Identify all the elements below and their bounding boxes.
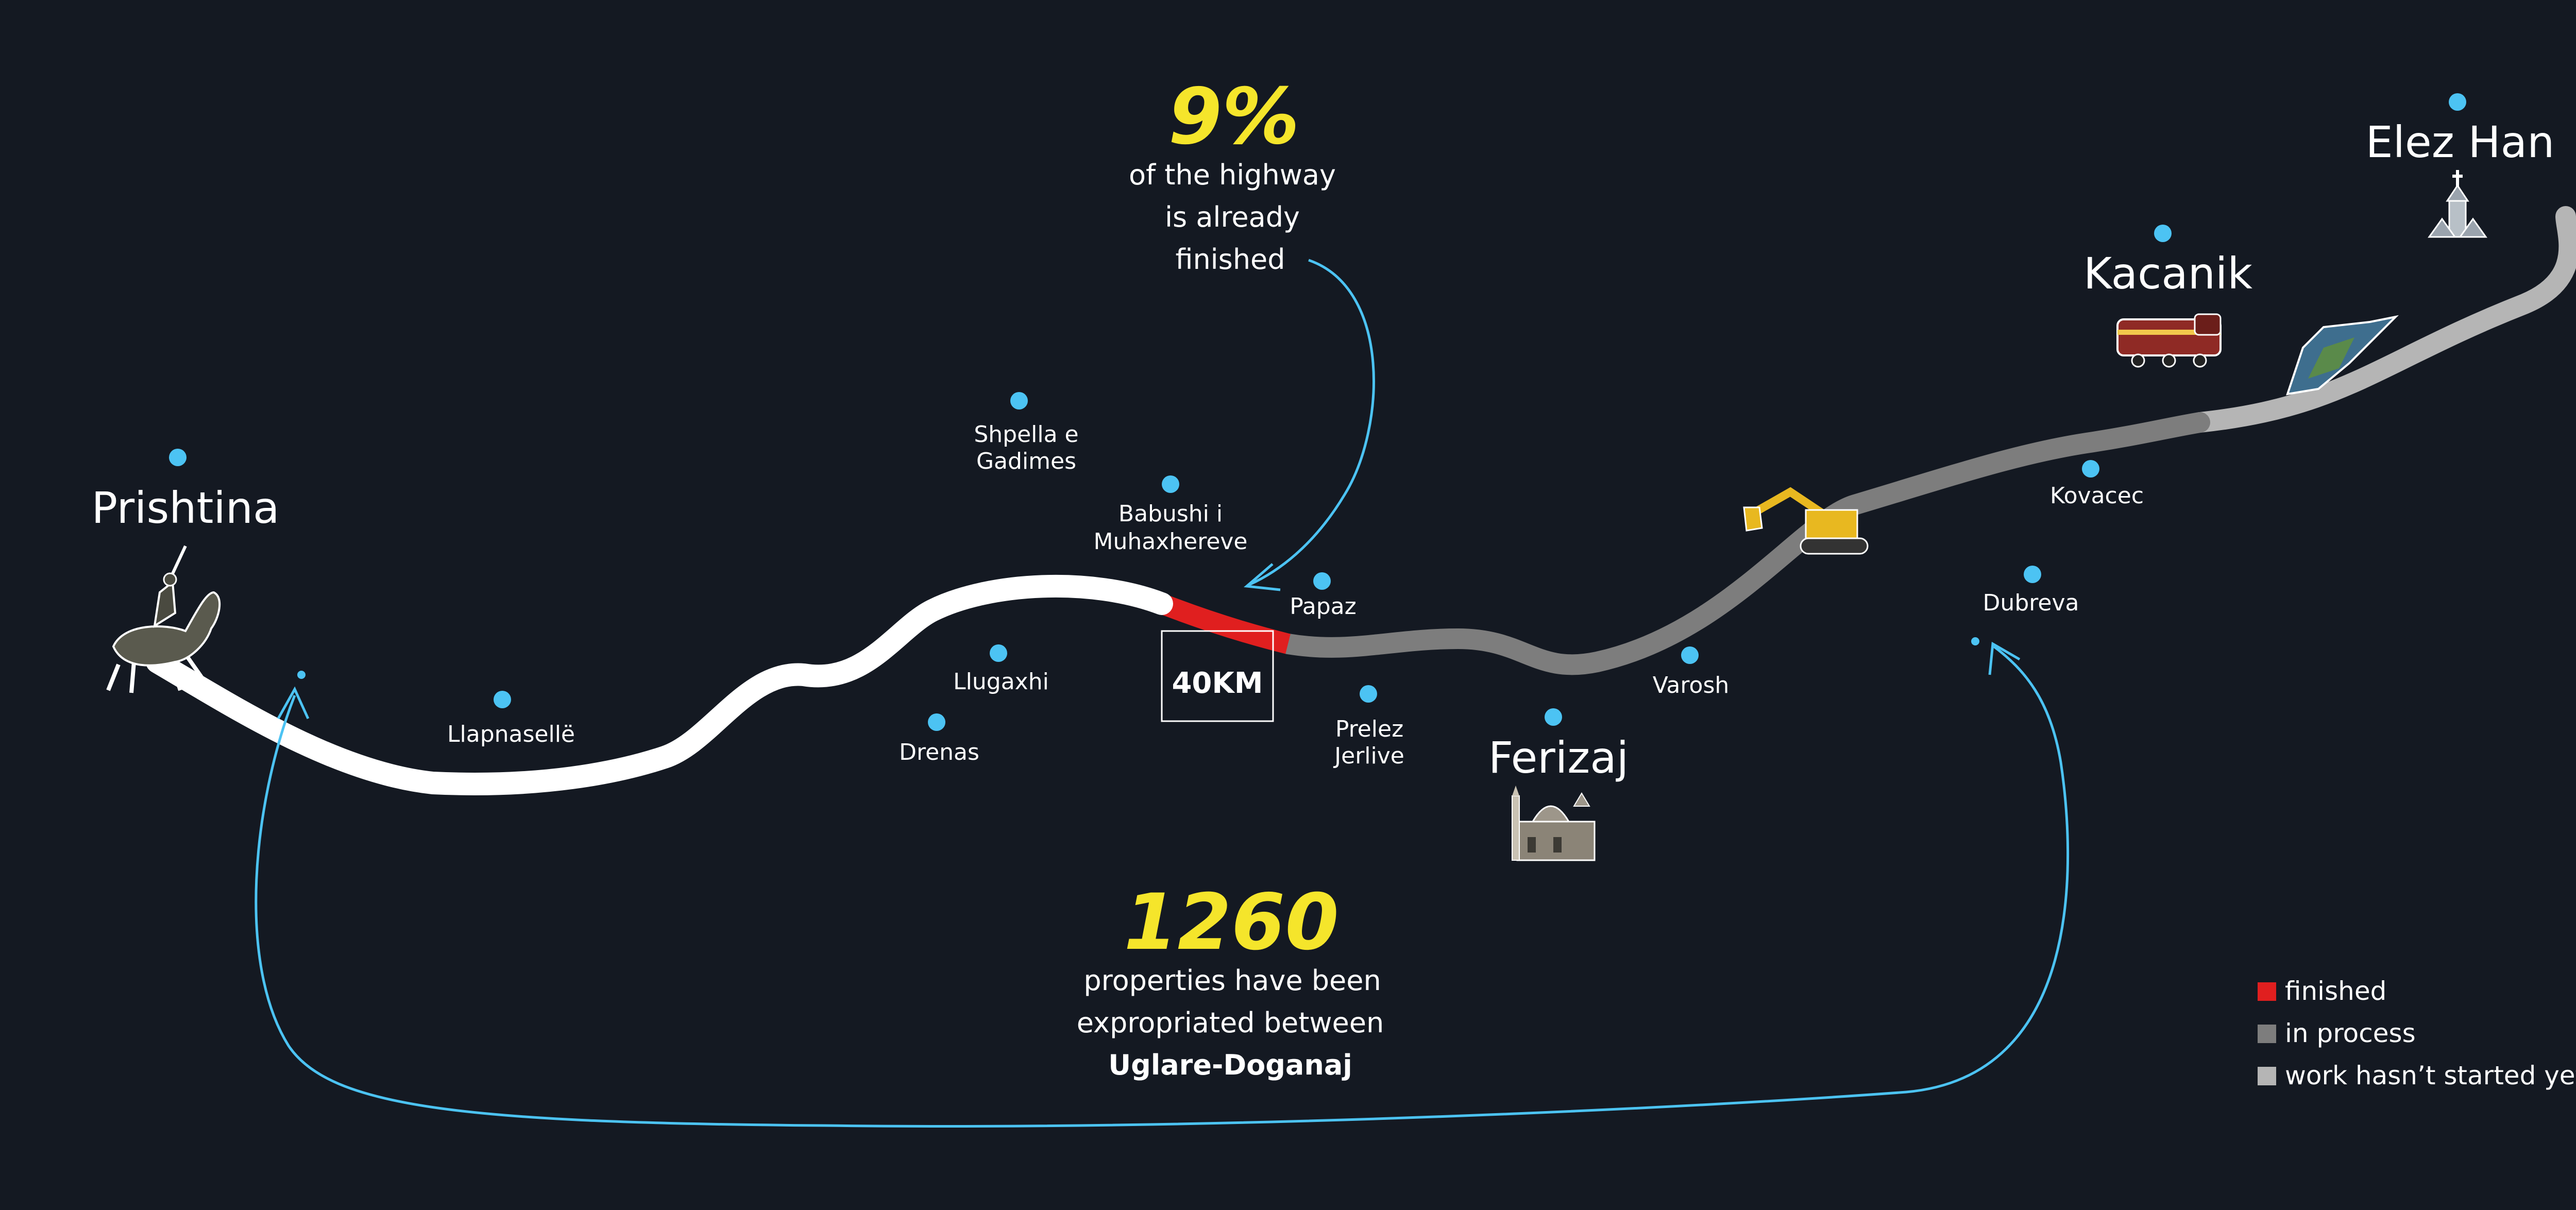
marker-drenas xyxy=(928,713,945,731)
bottom-arrowhead-right xyxy=(1988,641,2021,675)
place-babushi-line1: Babushi i xyxy=(1118,501,1223,527)
place-babushi-line2: Muhaxhereve xyxy=(1094,529,1248,555)
city-prishtina: Prishtina xyxy=(91,483,279,533)
route-existing xyxy=(146,574,1173,795)
place-prelez-line2: Jerlive xyxy=(1333,743,1404,769)
city-ferizaj: Ferizaj xyxy=(1488,732,1629,783)
arrow-start-dot-left xyxy=(297,671,306,679)
top-callout-arrowhead xyxy=(1243,563,1281,591)
top-callout-value: 9% xyxy=(1168,72,1300,162)
bottom-arrowhead-left xyxy=(277,686,310,720)
marker-papaz xyxy=(1313,572,1331,590)
place-drenas: Drenas xyxy=(899,739,979,765)
place-llugaxhi: Llugaxhi xyxy=(953,669,1049,695)
legend-swatch-not-started xyxy=(2258,1067,2276,1085)
marker-shpella xyxy=(1010,392,1028,410)
top-callout-line1: of the highway xyxy=(1129,159,1336,191)
segment-40km-box xyxy=(1161,630,1274,722)
bottom-callout-line2: expropriated between xyxy=(1077,1007,1384,1039)
place-prelez-line1: Prelez xyxy=(1335,716,1403,742)
route-not-started xyxy=(2190,206,2576,433)
marker-prishtina xyxy=(169,449,187,466)
arrow-start-dot-right xyxy=(1971,637,1979,645)
bottom-callout-line3: Uglare-Doganaj xyxy=(1108,1049,1352,1081)
place-shpella-line1: Shpella e xyxy=(974,421,1078,448)
excavator-icon xyxy=(1743,487,1869,555)
place-llapnaselle: Llapnasellë xyxy=(447,721,575,747)
place-shpella-line2: Gadimes xyxy=(976,448,1076,474)
marker-llapnaselle xyxy=(494,691,511,708)
legend: finished in process work hasn’t started … xyxy=(2258,976,2576,1090)
marker-llugaxhi xyxy=(990,644,1007,662)
marker-prelez xyxy=(1360,685,1377,703)
city-elez-han: Elez Han xyxy=(2366,117,2555,167)
mosque-church-icon xyxy=(1512,786,1596,861)
top-callout-arrow xyxy=(1248,259,1375,586)
bottom-callout-arrow xyxy=(255,645,2070,1128)
legend-label-not-started: work hasn’t started yet xyxy=(2285,1061,2576,1090)
satellite-terrain-icon xyxy=(2286,315,2399,396)
equestrian-statue-icon xyxy=(106,545,221,693)
place-varosh: Varosh xyxy=(1653,672,1730,698)
marker-kacanik xyxy=(2154,225,2172,242)
train-icon xyxy=(2116,313,2222,368)
marker-varosh xyxy=(1681,646,1699,664)
top-callout-line2: is already xyxy=(1165,201,1300,233)
marker-ferizaj xyxy=(1545,708,1562,726)
segment-40km-label: 40KM xyxy=(1172,667,1263,700)
place-dubreva: Dubreva xyxy=(1983,590,2079,616)
legend-label-finished: finished xyxy=(2285,976,2386,1006)
top-callout-line3: finished xyxy=(1175,243,1285,276)
legend-swatch-finished xyxy=(2258,982,2276,1001)
marker-kovacec xyxy=(2082,460,2099,478)
marker-babushi xyxy=(1162,475,1179,493)
city-kacanik: Kacanik xyxy=(2083,248,2252,299)
route-in-process xyxy=(1278,412,2210,675)
bottom-callout-line1: properties have been xyxy=(1083,964,1381,997)
place-papaz: Papaz xyxy=(1290,593,1357,620)
legend-label-in-process: in process xyxy=(2285,1018,2416,1048)
legend-swatch-in-process xyxy=(2258,1025,2276,1043)
marker-elez-han xyxy=(2449,93,2466,111)
place-kovacec: Kovacec xyxy=(2050,483,2144,509)
route-finished xyxy=(1158,594,1291,654)
marker-dubreva xyxy=(2024,566,2041,583)
church-icon xyxy=(2428,170,2487,238)
bottom-callout-value: 1260 xyxy=(1124,878,1338,967)
